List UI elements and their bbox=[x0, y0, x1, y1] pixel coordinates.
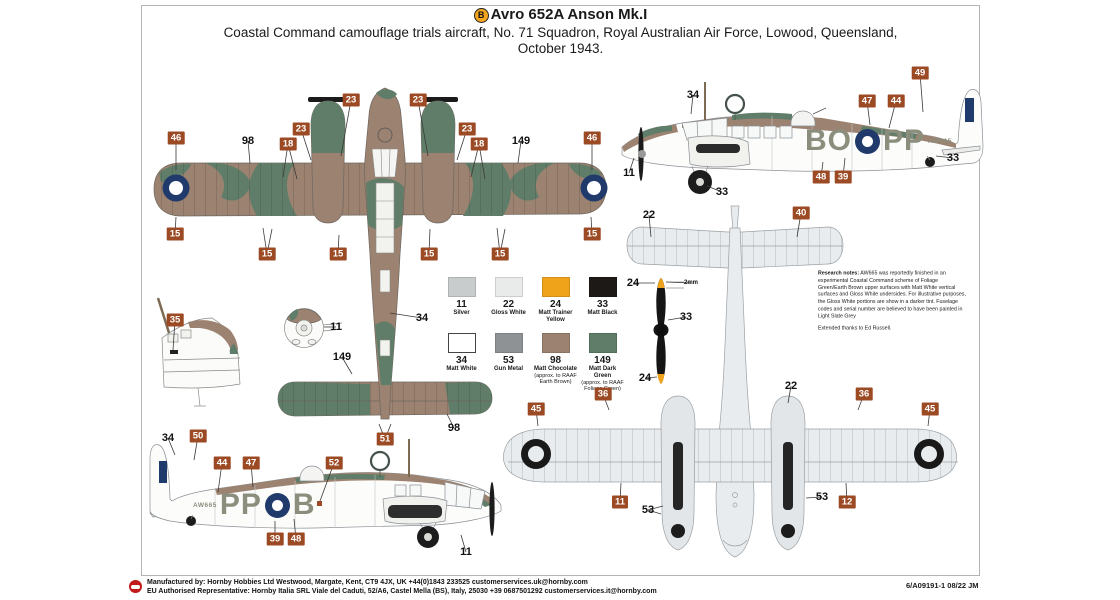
swatch-color-block bbox=[541, 277, 570, 297]
swatch-subnote: (approx. to RAAF Foliage Green) bbox=[581, 379, 624, 392]
swatch-number: 34 bbox=[455, 354, 468, 366]
swatch-color-block bbox=[494, 332, 523, 353]
research-notes-label: Research notes: bbox=[818, 270, 860, 276]
df-loop bbox=[724, 93, 746, 115]
swatch-number: 53 bbox=[502, 354, 515, 366]
fin-flash bbox=[159, 461, 167, 483]
underside-plan-view-drawing bbox=[495, 200, 970, 565]
fuselage-roundel-starboard bbox=[855, 128, 880, 154]
swatch-name: Matt Black bbox=[587, 310, 618, 316]
swatch-name: Matt Trainer Yellow bbox=[538, 310, 573, 323]
propeller-tip-yellow-bottom bbox=[657, 374, 665, 384]
fuselage-underside bbox=[715, 227, 755, 558]
fuselage-roundel-port bbox=[264, 492, 290, 518]
turret-dome bbox=[299, 465, 325, 482]
turret-dome bbox=[790, 110, 816, 127]
fuselage-code-port: AW665 PP B bbox=[193, 488, 316, 521]
swatch-number: 98 bbox=[549, 354, 562, 366]
doc-number: 6/A09191-1 08/22 JM bbox=[906, 581, 979, 590]
underside-roundel-left bbox=[521, 439, 551, 469]
raaf-roundel-right bbox=[580, 174, 608, 202]
swatch-name: Silver bbox=[453, 310, 470, 316]
code-letters: PP bbox=[883, 124, 926, 157]
swatch-subnote: (approx. to RAAF Earth Brown) bbox=[534, 372, 577, 385]
fin-flash bbox=[965, 98, 974, 122]
propeller-detail-drawing bbox=[628, 272, 698, 392]
airfix-logo bbox=[129, 580, 142, 593]
page-title: Avro 652A Anson Mk.I bbox=[490, 6, 648, 23]
sheet-frame bbox=[141, 5, 980, 576]
swatch-color-block bbox=[588, 332, 617, 353]
swatch-name: Matt Chocolate bbox=[533, 365, 577, 372]
tail-section-detail-drawing bbox=[148, 288, 253, 413]
research-notes-body: AW665 was reportedly finished in an expe… bbox=[818, 270, 966, 319]
swatch-color-block bbox=[494, 277, 523, 297]
propeller-tip-yellow-top bbox=[657, 278, 665, 288]
code-letters: PP bbox=[219, 488, 262, 521]
swatch-color-block bbox=[588, 277, 617, 297]
swatch-number: 11 bbox=[456, 299, 467, 310]
df-loop bbox=[369, 450, 391, 472]
research-notes: Research notes: AW665 was reportedly fin… bbox=[818, 270, 967, 336]
nose-front-view-drawing bbox=[283, 302, 343, 352]
fuselage-code-starboard: BO PP AW665 bbox=[805, 124, 952, 157]
swatch-name: Matt Dark Green bbox=[588, 365, 617, 379]
serial-number: AW665 bbox=[193, 502, 217, 509]
swatch-number: 33 bbox=[596, 299, 609, 310]
swatch-color-block bbox=[541, 332, 570, 353]
swatch-color-block bbox=[447, 332, 476, 353]
swatch-name: Gloss White bbox=[491, 310, 526, 316]
swatch-number: 149 bbox=[594, 354, 611, 366]
scheme-b-badge: B bbox=[473, 8, 489, 23]
swatch-name: Gun Metal bbox=[493, 365, 523, 372]
scheme-subtitle: Coastal Command camouflage trials aircra… bbox=[223, 24, 898, 56]
swatch-number: 24 bbox=[549, 299, 562, 310]
starboard-profile-drawing bbox=[612, 68, 984, 206]
eu-representative-line: EU Authorised Representative: Hornby Ita… bbox=[147, 588, 657, 596]
swatch-name: Matt White bbox=[446, 365, 477, 372]
raaf-roundel-left bbox=[162, 174, 190, 202]
manufacturer-line: Manufactured by: Hornby Hobbies Ltd West… bbox=[147, 579, 588, 586]
tail-wheel bbox=[925, 157, 935, 167]
code-letters: BO bbox=[805, 124, 852, 157]
serial-number: AW665 bbox=[928, 138, 952, 145]
underside-roundel-right bbox=[914, 439, 944, 469]
top-plan-view-drawing bbox=[145, 85, 615, 445]
tail-wheel bbox=[186, 516, 196, 526]
research-notes-thanks: Extended thanks to Ed Russell. bbox=[818, 324, 892, 331]
code-letters: B bbox=[292, 488, 316, 521]
swatch-color-block bbox=[447, 277, 476, 297]
propeller bbox=[489, 482, 495, 536]
swatch-number: 22 bbox=[502, 299, 515, 310]
